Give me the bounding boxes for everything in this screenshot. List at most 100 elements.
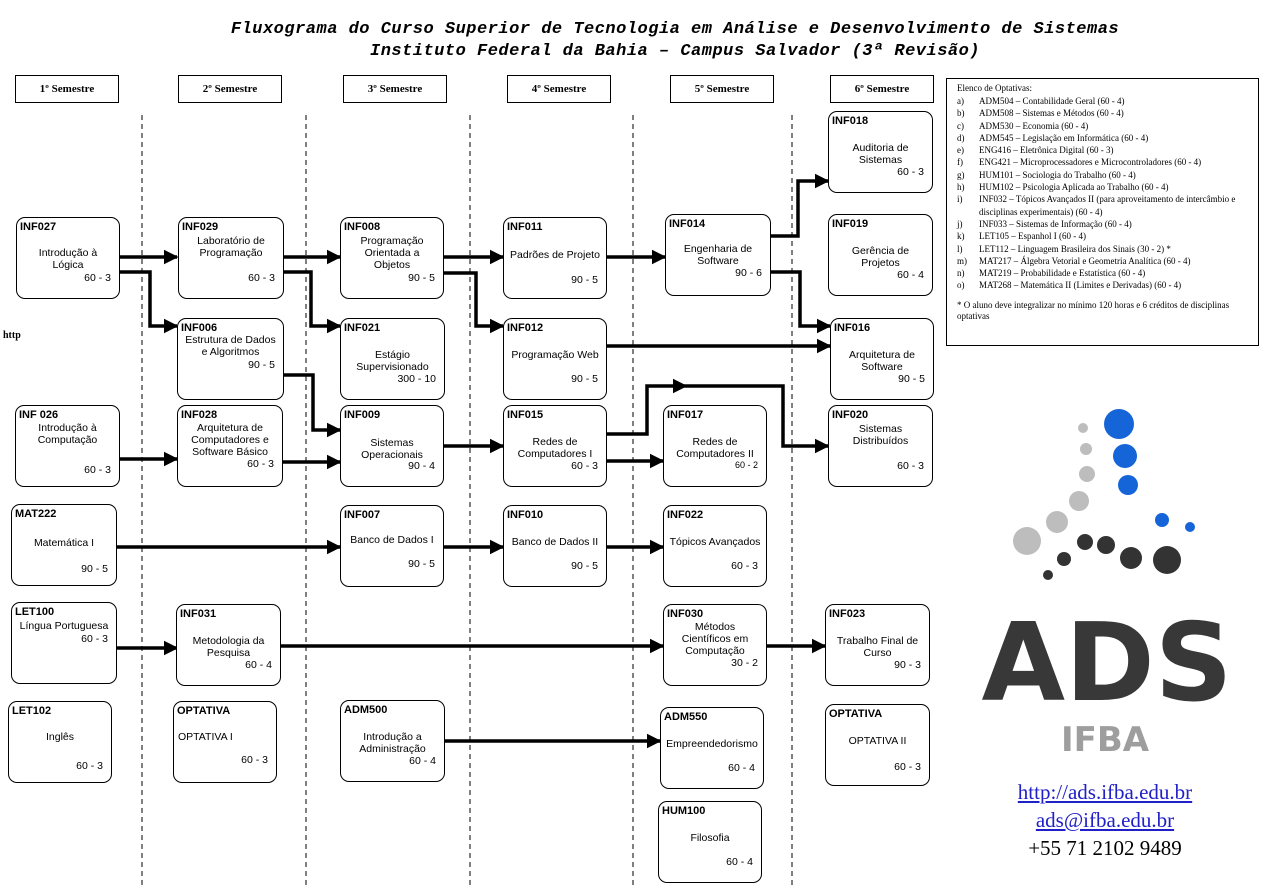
website-link[interactable]: http://ads.ifba.edu.br [1017, 780, 1193, 804]
elective-letter: o) [957, 280, 965, 291]
course-code: INF011 [507, 221, 543, 233]
course-code: INF030 [667, 608, 704, 620]
course-inf007[interactable]: INF007 Banco de Dados I 90 - 5 [340, 505, 444, 587]
course-name: OPTATIVA I [178, 731, 233, 743]
course-let102[interactable]: LET102 Inglês 60 - 3 [8, 701, 112, 783]
elective-text: INF033 – Sistemas de Informação (60 - 4) [979, 218, 1132, 229]
elective-item: e) ENG416 – Eletrônica Digital (60 - 3) [957, 144, 1248, 156]
course-hours: 90 - 5 [408, 558, 435, 570]
elective-text: ADM504 – Contabilidade Geral (60 - 4) [979, 96, 1125, 106]
course-mat222[interactable]: MAT222 Matemática I 90 - 5 [11, 504, 117, 586]
page-subtitle: Instituto Federal da Bahia – Campus Salv… [370, 42, 980, 61]
elective-text: ENG421 – Microprocessadores e Microcontr… [979, 157, 1202, 168]
elective-text: MAT268 – Matemática II (Limites e Deriva… [979, 280, 1182, 291]
elective-text: LET105 – Espanhol I (60 - 4) [979, 231, 1086, 242]
course-optativa-1[interactable]: OPTATIVA OPTATIVA I 60 - 3 [173, 701, 277, 783]
elective-letter: i) [957, 194, 963, 205]
page-title: Fluxograma do Curso Superior de Tecnolog… [230, 20, 1120, 39]
course-inf011[interactable]: INF011 Padrões de Projeto 90 - 5 [503, 217, 607, 299]
course-name: Filosofia [690, 832, 730, 844]
course-code: INF031 [180, 608, 217, 620]
course-adm550[interactable]: ADM550 Empreendedorismo 60 - 4 [660, 707, 764, 789]
elective-item: d)ADM545 – Legislação em Informática (60… [957, 132, 1248, 144]
course-hours: 60 - 4 [409, 755, 436, 767]
electives-list: a)ADM504 – Contabilidade Geral (60 - 4)b… [957, 95, 1248, 292]
course-hours: 60 - 4 [728, 762, 755, 774]
course-inf012[interactable]: INF012 Programação Web 90 - 5 [503, 318, 607, 400]
course-hours: 60 - 3 [84, 464, 111, 476]
semester-1-header: 1º Semestre [15, 75, 119, 103]
course-hours: 60 - 3 [571, 460, 598, 472]
email-link[interactable]: ads@ifba.edu.br [1035, 808, 1175, 832]
course-hours: 60 - 2 [734, 460, 758, 470]
course-code: INF006 [181, 322, 218, 334]
elective-letter: f) [957, 157, 963, 168]
course-let100[interactable]: LET100 Língua Portuguesa 60 - 3 [11, 602, 117, 684]
course-code: INF014 [669, 218, 706, 230]
course-hours: 60 - 3 [247, 458, 274, 470]
elective-letter: d) [957, 132, 965, 143]
elective-letter: e) [957, 145, 964, 156]
semester-6-header: 6º Semestre [830, 75, 934, 103]
semester-4-header: 4º Semestre [507, 75, 611, 103]
course-hours: 90 - 6 [735, 267, 762, 279]
elective-item: l)LET112 – Linguagem Brasileira dos Sina… [957, 243, 1248, 255]
elective-letter: h) [957, 182, 965, 193]
elective-text: LET112 – Linguagem Brasileira dos Sinais… [979, 243, 1171, 254]
course-inf022[interactable]: INF022 Tópicos Avançados 60 - 3 [663, 505, 767, 587]
elective-item: n)MAT219 – Probabilidade e Estatística (… [957, 267, 1248, 279]
elective-letter: a) [957, 96, 964, 106]
course-hours: 60 - 3 [84, 272, 111, 284]
course-hours: 60 - 3 [894, 761, 921, 773]
course-code: HUM100 [662, 805, 706, 817]
course-code: LET100 [15, 606, 55, 618]
course-code: INF028 [181, 409, 218, 421]
course-hours: 90 - 3 [894, 659, 921, 671]
semester-3-header: 3º Semestre [343, 75, 447, 103]
course-hours: 60 - 3 [897, 166, 924, 178]
logo-subword: IFBA [1061, 720, 1150, 760]
course-hum100[interactable]: HUM100 Filosofia 60 - 4 [658, 801, 762, 883]
elective-item: m)MAT217 – Álgebra Vetorial e Geometria … [957, 255, 1248, 267]
course-code: LET102 [12, 705, 52, 717]
elective-item: k)LET105 – Espanhol I (60 - 4) [957, 230, 1248, 242]
course-hours: 60 - 3 [248, 272, 275, 284]
course-name: Padrões de Projeto [510, 249, 600, 261]
electives-panel: Elenco de Optativas: a)ADM504 – Contabil… [946, 78, 1259, 346]
course-code: INF020 [832, 409, 869, 421]
course-inf010[interactable]: INF010 Banco de Dados II 90 - 5 [503, 505, 607, 587]
course-name: Banco de Dados II [511, 536, 599, 548]
course-hours: 60 - 4 [726, 856, 753, 868]
elective-text: ENG416 – Eletrônica Digital (60 - 3) [979, 145, 1114, 156]
course-code: INF016 [834, 322, 871, 334]
course-optativa-2[interactable]: OPTATIVA OPTATIVA II 60 - 3 [825, 704, 930, 786]
course-hours: 60 - 3 [76, 760, 103, 772]
course-hours: 90 - 5 [571, 560, 598, 572]
elective-item: a) ADM504 – Contabilidade Geral (60 - 4) [957, 95, 1248, 107]
course-hours: 60 - 4 [245, 659, 272, 671]
elective-item: g)HUM101 – Sociologia do Trabalho (60 - … [957, 169, 1248, 181]
elective-text: ADM508 – Sistemas e Métodos (60 - 4) [979, 108, 1124, 119]
